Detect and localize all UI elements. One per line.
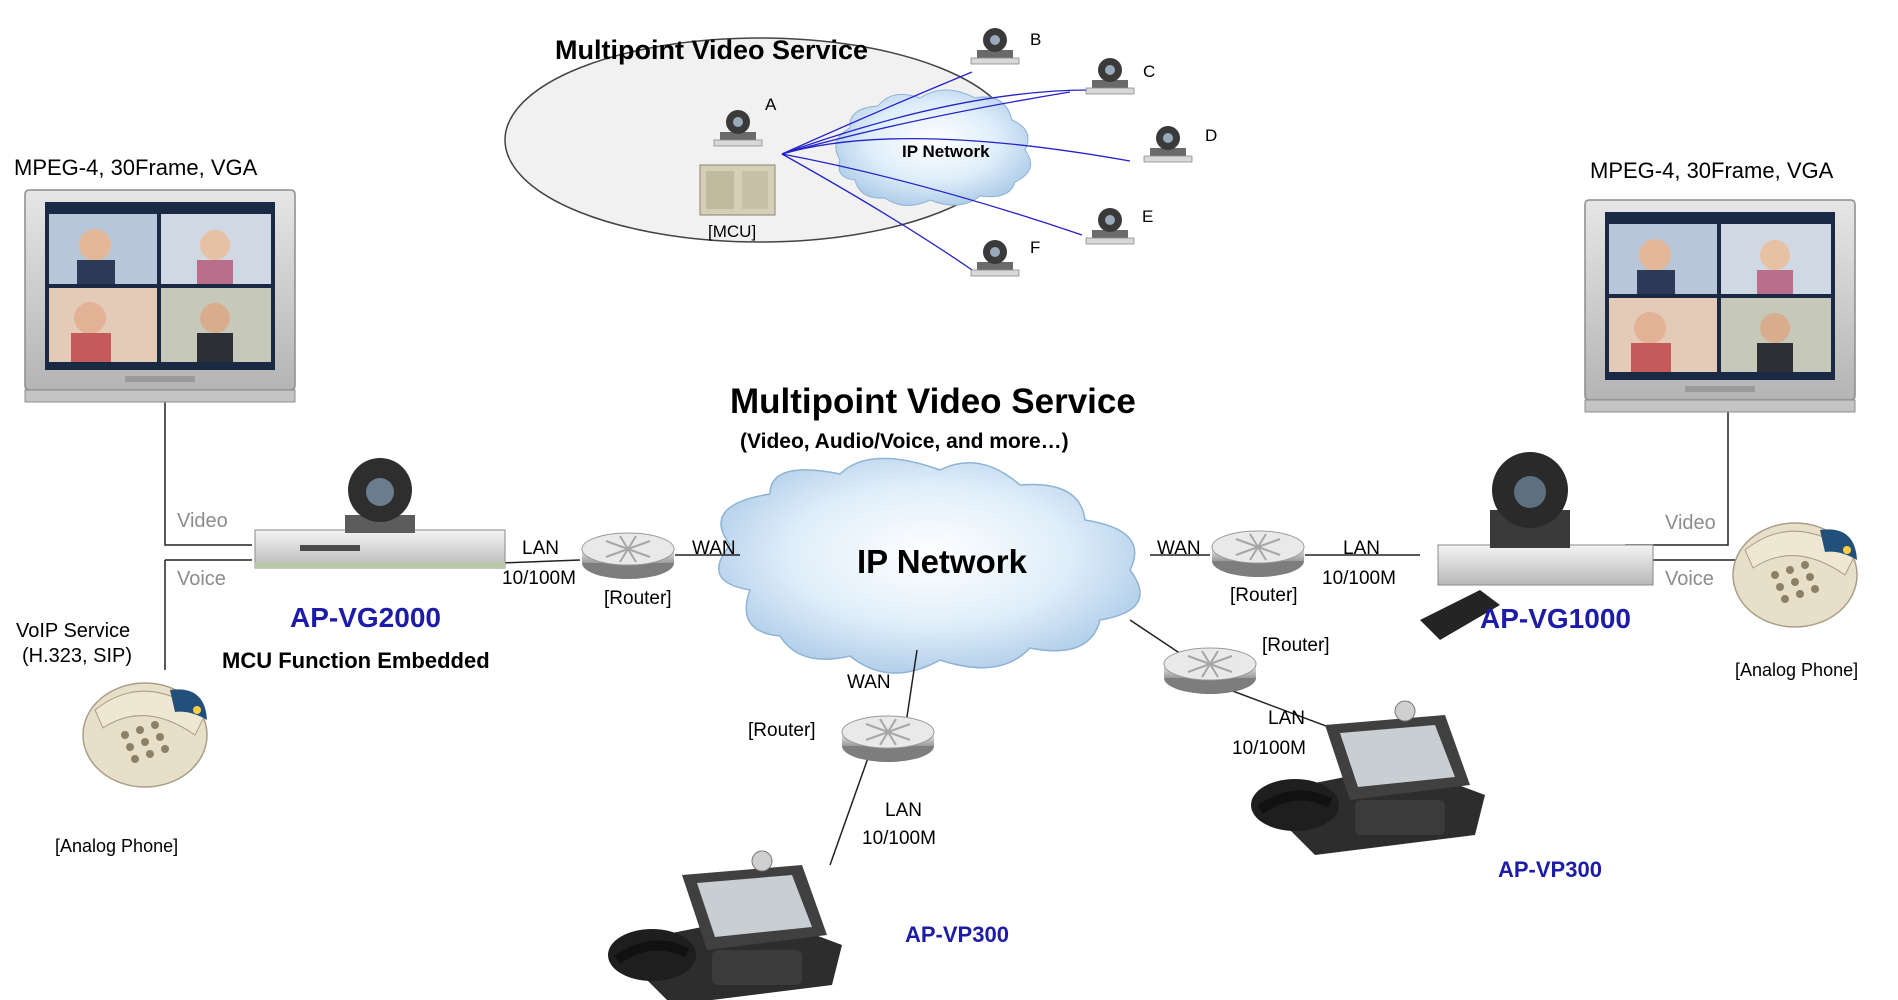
ap-vg1000-label: AP-VG1000	[1480, 603, 1631, 634]
right-wan-label: WAN	[1157, 538, 1201, 559]
node-label-f: F	[1030, 238, 1041, 257]
mcu-server-icon	[699, 164, 776, 216]
right-lan-label: LAN	[1343, 538, 1380, 559]
main-title: Multipoint Video Service	[730, 382, 1136, 421]
camera-c-icon	[1085, 57, 1135, 95]
bottom-speed-label: 10/100M	[862, 828, 936, 849]
left-lan-label: LAN	[522, 538, 559, 559]
inset-title: Multipoint Video Service	[555, 35, 869, 65]
router-left-icon	[581, 532, 675, 580]
camera-f-icon	[970, 239, 1020, 277]
node-label-b: B	[1030, 30, 1042, 49]
bottom-router-label: [Router]	[748, 720, 816, 741]
left-wan-label: WAN	[692, 538, 736, 559]
left-voice-label: Voice	[177, 568, 226, 590]
main-cloud-label: IP Network	[857, 543, 1027, 580]
camera-e-icon	[1085, 207, 1135, 245]
ap-vg2000-device-icon	[254, 458, 506, 569]
main-subtitle: (Video, Audio/Voice, and more…)	[740, 430, 1069, 453]
monitor-right-icon	[1584, 199, 1856, 413]
lower-right-router-label: [Router]	[1262, 635, 1330, 656]
left-monitor-caption: MPEG-4, 30Frame, VGA	[14, 155, 258, 180]
left-router-label: [Router]	[604, 588, 672, 609]
right-router-label: [Router]	[1230, 585, 1298, 606]
bottom-ap-vp300-label: AP-VP300	[905, 922, 1009, 947]
node-label-e: E	[1142, 207, 1154, 226]
left-speed-label: 10/100M	[502, 568, 576, 589]
bottom-lan-label: LAN	[885, 800, 922, 821]
node-label-c: C	[1143, 62, 1156, 81]
lower-right-lan-label: LAN	[1268, 708, 1305, 729]
node-label-d: D	[1205, 126, 1218, 145]
right-video-label: Video	[1665, 512, 1716, 534]
inset-cloud-label: IP Network	[902, 142, 990, 161]
analog-phone-right-icon	[1732, 522, 1858, 628]
right-monitor-caption: MPEG-4, 30Frame, VGA	[1590, 158, 1834, 183]
voip-service-line1: VoIP Service	[16, 620, 131, 642]
router-right-icon	[1211, 530, 1305, 578]
analog-phone-left-icon	[82, 682, 208, 788]
camera-b-icon	[970, 27, 1020, 65]
left-analog-phone-label: [Analog Phone]	[55, 836, 179, 856]
ap-vg1000-device-icon	[1420, 452, 1654, 640]
left-video-label: Video	[177, 510, 228, 532]
bottom-wan-label: WAN	[847, 672, 891, 693]
video-phone-bottom-icon	[608, 851, 842, 1000]
voip-service-line2: (H.323, SIP)	[22, 645, 133, 667]
right-analog-phone-label: [Analog Phone]	[1735, 660, 1859, 680]
router-lower-right-icon	[1163, 647, 1257, 695]
right-speed-label: 10/100M	[1322, 568, 1396, 589]
lower-right-speed-label: 10/100M	[1232, 738, 1306, 759]
camera-d-icon	[1143, 125, 1193, 163]
router-bottom-icon	[841, 715, 935, 763]
mcu-embedded-label: MCU Function Embedded	[222, 648, 490, 673]
ap-vg2000-label: AP-VG2000	[290, 602, 441, 633]
right-ap-vp300-label: AP-VP300	[1498, 857, 1602, 882]
mcu-label: [MCU]	[708, 222, 757, 241]
right-voice-label: Voice	[1665, 568, 1714, 590]
monitor-left-icon	[24, 189, 296, 403]
node-label-a: A	[765, 95, 777, 114]
